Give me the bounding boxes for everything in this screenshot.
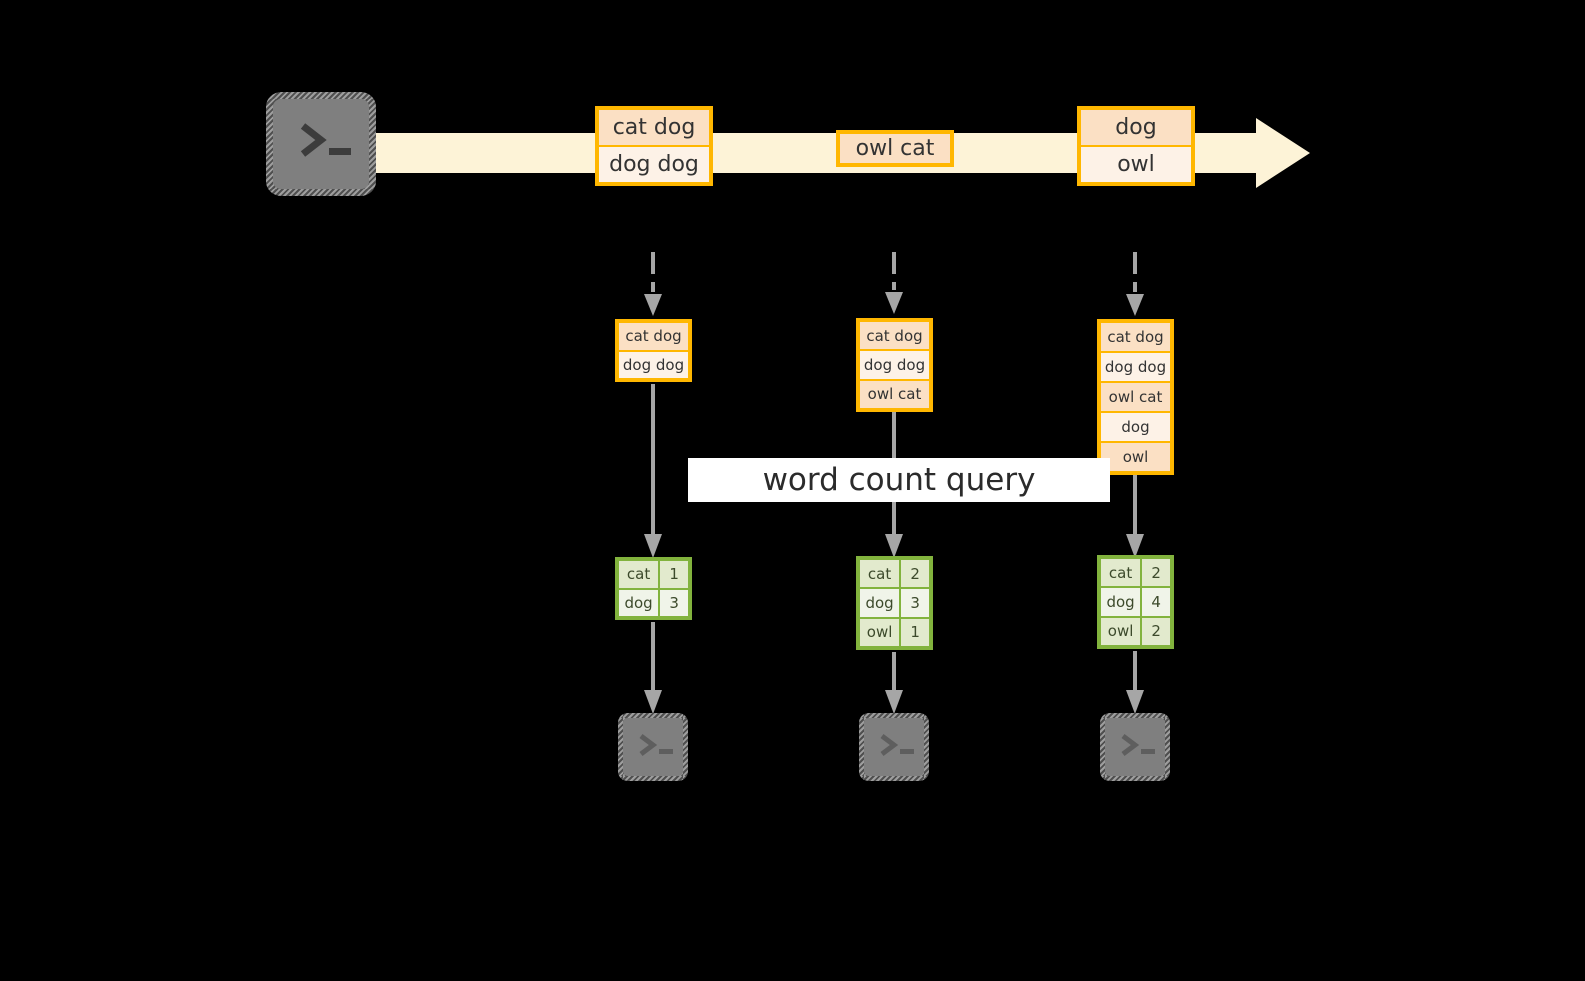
snapshot-row: dog dog xyxy=(1100,352,1171,382)
result-row: cat 1 xyxy=(618,560,689,589)
connector-snapshot-3-to-result-3 xyxy=(1126,474,1144,558)
snapshot-row: owl xyxy=(1100,442,1171,472)
snapshot-2[interactable]: cat dog dog dog owl cat xyxy=(856,318,933,412)
result-key: cat xyxy=(618,560,660,589)
result-value: 2 xyxy=(1141,558,1171,588)
result-value: 3 xyxy=(900,588,930,618)
result-row: dog 3 xyxy=(859,588,930,618)
terminal-prompt-icon xyxy=(300,123,351,157)
result-value: 2 xyxy=(900,559,930,589)
event-row: cat dog xyxy=(598,109,710,146)
stream-event-group-3[interactable]: dog owl xyxy=(1077,106,1195,186)
connector-stream-to-snapshot-2 xyxy=(885,252,903,314)
result-table-3[interactable]: cat 2 dog 4 owl 2 xyxy=(1097,555,1174,649)
result-value: 3 xyxy=(659,588,689,617)
connector-result-1-to-sink-1 xyxy=(644,622,662,714)
result-key: owl xyxy=(859,617,901,647)
terminal-prompt-icon xyxy=(1121,734,1155,756)
connector-result-3-to-sink-3 xyxy=(1126,651,1144,714)
connector-stream-to-snapshot-3 xyxy=(1126,252,1144,316)
sink-terminal-3 xyxy=(1100,713,1170,781)
terminal-prompt-icon xyxy=(639,734,673,756)
stream-event-group-2[interactable]: owl cat xyxy=(836,130,954,167)
result-value: 1 xyxy=(659,560,689,589)
result-value: 2 xyxy=(1141,616,1171,646)
snapshot-row: dog dog xyxy=(859,350,930,380)
result-key: cat xyxy=(1100,558,1142,588)
result-row: owl 1 xyxy=(859,617,930,647)
snapshot-row: owl cat xyxy=(1100,382,1171,412)
result-key: dog xyxy=(1100,587,1142,617)
result-table-2[interactable]: cat 2 dog 3 owl 1 xyxy=(856,556,933,650)
query-label: word count query xyxy=(688,458,1110,502)
result-row: owl 2 xyxy=(1100,616,1171,646)
stream-event-group-1[interactable]: cat dog dog dog xyxy=(595,106,713,186)
snapshot-row: dog dog xyxy=(618,350,689,379)
result-row: dog 3 xyxy=(618,588,689,617)
result-row: cat 2 xyxy=(1100,558,1171,588)
snapshot-row: owl cat xyxy=(859,379,930,409)
snapshot-row: dog xyxy=(1100,412,1171,442)
snapshot-row: cat dog xyxy=(859,321,930,351)
snapshot-1[interactable]: cat dog dog dog xyxy=(615,319,692,382)
result-key: owl xyxy=(1100,616,1142,646)
connector-stream-to-snapshot-1 xyxy=(644,252,662,316)
result-value: 4 xyxy=(1141,587,1171,617)
event-row: dog xyxy=(1080,109,1192,146)
connector-result-2-to-sink-2 xyxy=(885,652,903,714)
connector-snapshot-1-to-result-1 xyxy=(644,384,662,558)
result-row: cat 2 xyxy=(859,559,930,589)
result-key: dog xyxy=(618,588,660,617)
sink-terminal-1 xyxy=(618,713,688,781)
snapshot-3[interactable]: cat dog dog dog owl cat dog owl xyxy=(1097,319,1174,475)
snapshot-row: cat dog xyxy=(1100,322,1171,352)
result-value: 1 xyxy=(900,617,930,647)
sink-terminal-2 xyxy=(859,713,929,781)
terminal-prompt-icon xyxy=(880,734,914,756)
event-row: owl cat xyxy=(839,133,951,164)
snapshot-row: cat dog xyxy=(618,322,689,351)
event-row: dog dog xyxy=(598,146,710,183)
result-row: dog 4 xyxy=(1100,587,1171,617)
result-table-1[interactable]: cat 1 dog 3 xyxy=(615,557,692,620)
result-key: dog xyxy=(859,588,901,618)
result-key: cat xyxy=(859,559,901,589)
source-terminal-icon xyxy=(266,92,376,196)
event-row: owl xyxy=(1080,146,1192,183)
